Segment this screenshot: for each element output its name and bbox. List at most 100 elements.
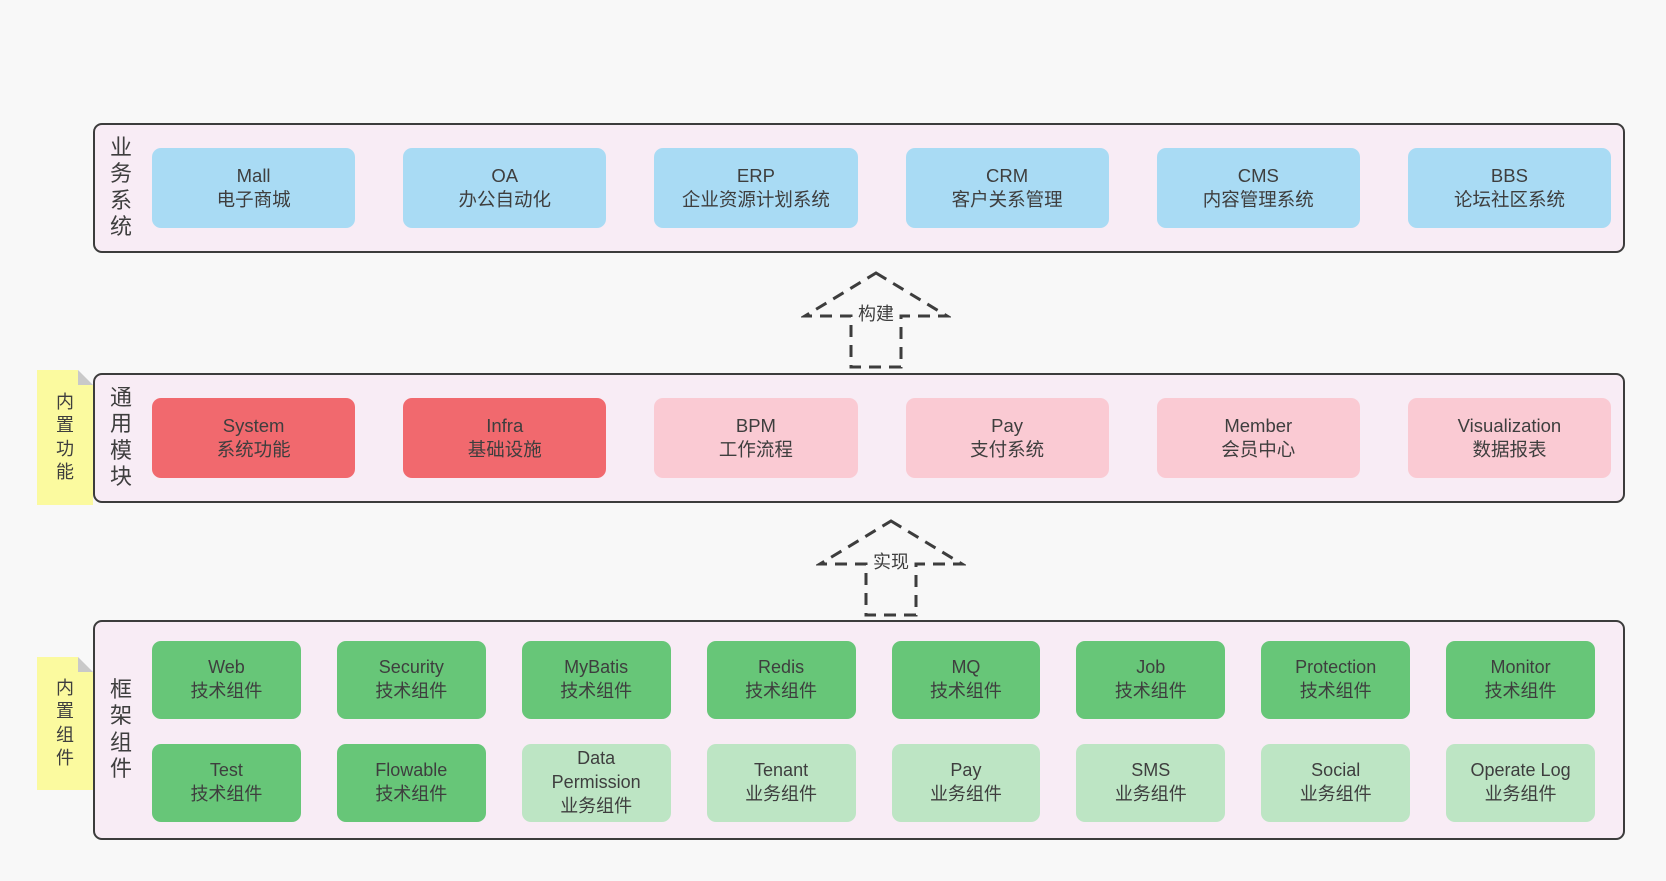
component-box-security: Security 技术组件 (336, 641, 486, 719)
box-subtitle: 支付系统 (970, 439, 1045, 460)
box-title: MQ (951, 657, 981, 678)
band-common-modules: 通用模块 System 系统功能 Infra 基础设施 BPM 工作流程 Pay… (93, 373, 1625, 503)
build-arrow: 构建 (801, 270, 951, 370)
component-box-social: Social 业务组件 (1261, 744, 1411, 822)
box-subtitle: 电子商城 (216, 189, 291, 210)
box-subtitle: 技术组件 (190, 784, 263, 804)
band-framework-components: 框架组件 Web 技术组件 Security 技术组件 MyBatis 技术组件… (93, 620, 1625, 840)
framework-components-grid: Web 技术组件 Security 技术组件 MyBatis 技术组件 Redi… (152, 641, 1595, 822)
box-subtitle: 系统功能 (216, 439, 291, 460)
component-box-protection: Protection 技术组件 (1261, 641, 1411, 719)
up-block-arrow-icon (816, 519, 966, 617)
box-title: Test (209, 760, 243, 781)
box-title: Social (1311, 760, 1361, 781)
box-title: Job (1136, 657, 1166, 678)
box-subtitle: 办公自动化 (458, 189, 552, 210)
box-title: Protection (1295, 657, 1377, 678)
box-subtitle: 技术组件 (560, 681, 633, 701)
box-title: Security (378, 657, 444, 678)
component-box-redis: Redis 技术组件 (706, 641, 856, 719)
up-block-arrow-icon (801, 271, 951, 369)
box-title: Data Permission (551, 748, 641, 793)
box-title: Infra (486, 414, 524, 436)
sticky-note-built-in-components: 内置组件 (37, 657, 93, 790)
module-box-infra: Infra 基础设施 (403, 398, 607, 478)
box-title: Mall (236, 164, 271, 186)
band-label-framework-components: 框架组件 (109, 677, 132, 782)
box-subtitle: 业务组件 (1114, 784, 1187, 804)
box-subtitle: 企业资源计划系统 (681, 189, 830, 210)
business-systems-box-row: Mall 电子商城 OA 办公自动化 ERP 企业资源计划系统 CRM 客户关系… (152, 125, 1612, 251)
system-box-erp: ERP 企业资源计划系统 (654, 148, 858, 228)
box-title: OA (491, 164, 519, 186)
box-subtitle: 技术组件 (190, 681, 263, 701)
box-title: Flowable (375, 760, 448, 781)
box-subtitle: 业务组件 (560, 795, 633, 816)
box-subtitle: 会员中心 (1221, 439, 1296, 460)
band-label-business-systems: 业务系统 (109, 135, 132, 240)
box-title: Operate Log (1470, 760, 1571, 781)
box-subtitle: 技术组件 (929, 681, 1002, 701)
box-subtitle: 技术组件 (1484, 681, 1557, 701)
component-box-job: Job 技术组件 (1076, 641, 1226, 719)
system-box-cms: CMS 内容管理系统 (1156, 148, 1360, 228)
box-title: SMS (1131, 760, 1171, 781)
box-subtitle: 业务组件 (1484, 784, 1557, 804)
box-title: BPM (735, 414, 776, 436)
box-subtitle: 论坛社区系统 (1453, 189, 1565, 210)
module-box-visualization: Visualization 数据报表 (1407, 398, 1612, 478)
box-subtitle: 业务组件 (1299, 784, 1372, 804)
box-title: CRM (986, 164, 1029, 186)
box-subtitle: 技术组件 (1114, 681, 1187, 701)
box-title: Visualization (1457, 414, 1562, 436)
box-title: Tenant (754, 760, 809, 781)
folded-corner-icon (78, 657, 93, 672)
component-box-pay: Pay 业务组件 (891, 744, 1041, 822)
sticky-note-text: 内置功能 (56, 392, 74, 482)
component-box-data-permission: Data Permission 业务组件 (521, 744, 671, 822)
folded-corner-icon (78, 370, 93, 385)
system-box-crm: CRM 客户关系管理 (905, 148, 1109, 228)
box-title: CMS (1237, 164, 1279, 186)
box-subtitle: 工作流程 (718, 439, 793, 460)
component-box-flowable: Flowable 技术组件 (336, 744, 486, 822)
box-title: Monitor (1490, 657, 1551, 678)
sticky-note-built-in-features: 内置功能 (37, 370, 93, 505)
box-subtitle: 技术组件 (745, 681, 818, 701)
box-subtitle: 技术组件 (375, 784, 448, 804)
box-subtitle: 技术组件 (375, 681, 448, 701)
component-box-operate-log: Operate Log 业务组件 (1446, 744, 1595, 822)
implement-arrow-label: 实现 (869, 546, 913, 576)
component-box-mq: MQ 技术组件 (891, 641, 1041, 719)
implement-arrow: 实现 (816, 518, 966, 618)
module-box-system: System 系统功能 (152, 398, 356, 478)
box-subtitle: 数据报表 (1472, 439, 1547, 460)
box-title: MyBatis (564, 657, 629, 678)
common-modules-box-row: System 系统功能 Infra 基础设施 BPM 工作流程 Pay 支付系统… (152, 375, 1612, 501)
system-box-oa: OA 办公自动化 (403, 148, 607, 228)
component-box-test: Test 技术组件 (152, 744, 301, 822)
component-box-web: Web 技术组件 (152, 641, 301, 719)
box-title: Redis (758, 657, 805, 678)
component-box-mybatis: MyBatis 技术组件 (521, 641, 671, 719)
box-title: ERP (736, 164, 775, 186)
box-title: System (222, 414, 285, 436)
component-box-tenant: Tenant 业务组件 (706, 744, 856, 822)
box-title: Web (208, 657, 245, 678)
box-subtitle: 客户关系管理 (951, 189, 1063, 210)
box-title: Member (1224, 414, 1293, 436)
box-subtitle: 业务组件 (929, 784, 1002, 804)
module-box-member: Member 会员中心 (1156, 398, 1360, 478)
module-box-bpm: BPM 工作流程 (654, 398, 858, 478)
sticky-note-text: 内置组件 (56, 678, 74, 768)
box-subtitle: 技术组件 (1299, 681, 1372, 701)
band-business-systems: 业务系统 Mall 电子商城 OA 办公自动化 ERP 企业资源计划系统 CRM… (93, 123, 1625, 253)
system-box-mall: Mall 电子商城 (152, 148, 356, 228)
component-box-sms: SMS 业务组件 (1076, 744, 1226, 822)
component-box-monitor: Monitor 技术组件 (1446, 641, 1595, 719)
box-title: Pay (991, 414, 1024, 436)
box-subtitle: 业务组件 (745, 784, 818, 804)
box-subtitle: 基础设施 (467, 439, 542, 460)
box-subtitle: 内容管理系统 (1202, 189, 1314, 210)
system-box-bbs: BBS 论坛社区系统 (1407, 148, 1612, 228)
